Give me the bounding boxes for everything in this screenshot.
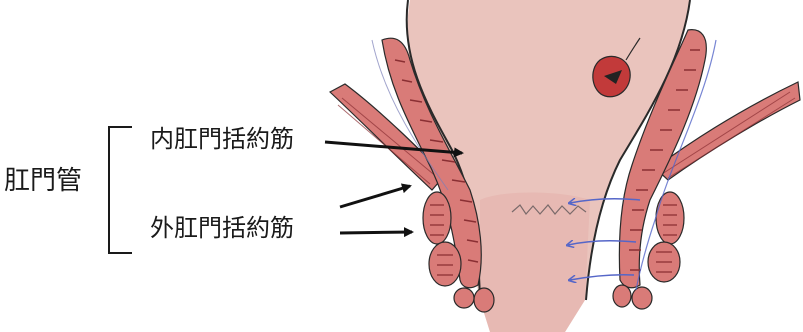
lumen-lower	[480, 193, 590, 332]
right-external-lobe-1	[656, 192, 684, 244]
left-external-lobe-3	[454, 288, 474, 308]
left-external-lobe-1	[423, 192, 451, 244]
right-external-lobe-3	[632, 287, 652, 309]
left-external-lobe-2	[429, 242, 461, 286]
external-sphincter-arrow	[340, 232, 412, 233]
left-external-lobe-4	[474, 288, 494, 312]
external-sphincter-arrow-upper	[340, 186, 410, 207]
right-external-lobe-4	[613, 285, 631, 307]
